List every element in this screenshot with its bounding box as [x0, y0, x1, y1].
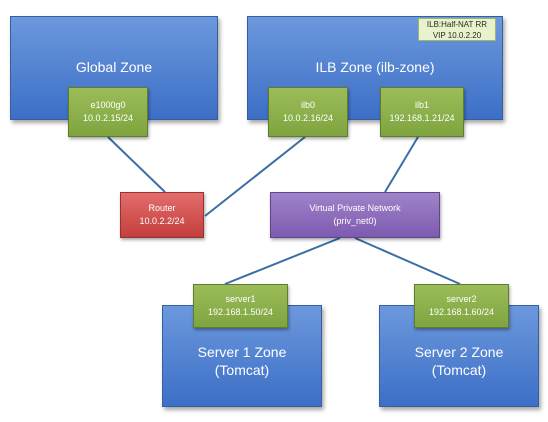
interface-name: server2 [446, 294, 477, 304]
ilb-zone-title: ILB Zone (ilb-zone) [315, 59, 435, 75]
interface-e1000g0: e1000g0 10.0.2.15/24 [68, 87, 148, 137]
interface-ip: 192.168.1.21/24 [389, 113, 455, 123]
ilb-note-mode: ILB:Half-NAT RR [426, 19, 488, 29]
interface-name: e1000g0 [90, 100, 126, 110]
link-e1000g0-router [107, 136, 166, 193]
virtual-private-network: Virtual Private Network (priv_net0) [270, 192, 440, 238]
server1-zone-subtitle: (Tomcat) [214, 362, 270, 378]
link-ilb0-router [204, 136, 306, 217]
interface-ilb0: ilb0 10.0.2.16/24 [268, 87, 348, 137]
router-name: Router [148, 203, 176, 213]
link-vpn-server1 [224, 237, 341, 285]
interface-name: server1 [225, 294, 256, 304]
interface-name: ilb0 [300, 100, 315, 110]
interface-ip: 192.168.1.60/24 [428, 307, 495, 317]
ilb-note-vip: VIP 10.0.2.20 [432, 30, 482, 40]
link-ilb1-vpn [384, 136, 419, 193]
router-node: Router 10.0.2.2/24 [120, 192, 204, 238]
ilb-config-note: ILB:Half-NAT RR VIP 10.0.2.20 [418, 18, 496, 41]
interface-ip: 10.0.2.15/24 [82, 113, 134, 123]
interface-ilb1: ilb1 192.168.1.21/24 [380, 87, 464, 137]
vpn-name: Virtual Private Network [309, 203, 401, 213]
interface-server2: server2 192.168.1.60/24 [414, 284, 509, 328]
global-zone-title: Global Zone [75, 59, 153, 75]
interface-name: ilb1 [414, 100, 429, 110]
server2-zone: Server 2 Zone (Tomcat) [379, 305, 539, 407]
server2-zone-title: Server 2 Zone [414, 344, 504, 360]
server1-zone-title: Server 1 Zone [197, 344, 287, 360]
server2-zone-subtitle: (Tomcat) [431, 362, 487, 378]
vpn-id: (priv_net0) [333, 216, 377, 226]
interface-ip: 192.168.1.50/24 [207, 307, 274, 317]
router-ip: 10.0.2.2/24 [139, 216, 185, 226]
link-vpn-server2 [354, 237, 461, 285]
interface-server1: server1 192.168.1.50/24 [193, 284, 288, 328]
interface-ip: 10.0.2.16/24 [282, 113, 334, 123]
